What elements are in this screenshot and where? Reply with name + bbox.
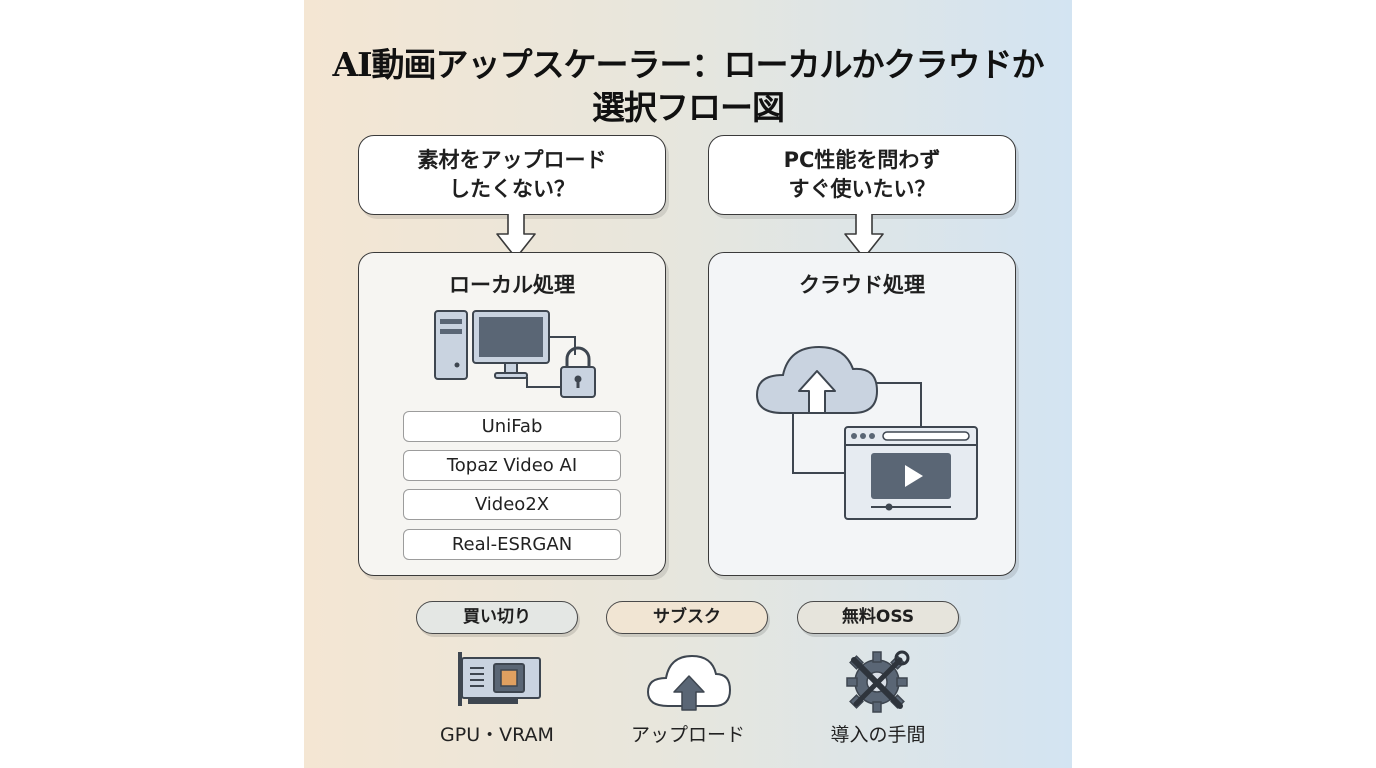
cloud-processing-card: クラウド処理 <box>708 252 1016 576</box>
cloud-upload-icon <box>646 654 732 711</box>
gear-wrench-tools-icon <box>846 650 910 713</box>
local-processing-card: ローカル処理 UniFab To <box>358 252 666 576</box>
local-processing-title: ローカル処理 <box>449 273 575 297</box>
cloud-illustration <box>755 345 978 520</box>
tool-video2x: Video2X <box>403 489 621 520</box>
label-gpu-vram: GPU・VRAM <box>440 724 554 746</box>
cloud-upload-icon <box>755 345 879 414</box>
pill-one-time-purchase: 買い切り <box>416 601 578 634</box>
padlock-icon <box>560 346 596 398</box>
label-setup-effort: 導入の手間 <box>830 724 926 746</box>
page-title-line-1: AI動画アップスケーラー：ローカルかクラウドか <box>332 45 1044 84</box>
label-upload: アップロード <box>630 724 745 746</box>
pill-free-oss: 無料OSS <box>797 601 959 634</box>
page-title-line-2: 選択フロー図 <box>592 88 785 127</box>
infographic-panel: AI動画アップスケーラー：ローカルかクラウドか 選択フロー図 素材をアップロード… <box>304 0 1072 768</box>
tool-unifab: UniFab <box>403 411 621 442</box>
question-bubble-local: 素材をアップロード したくない？ <box>358 135 666 215</box>
question-bubble-cloud: PC性能を問わず すぐ使いたい？ <box>708 135 1016 215</box>
question-local-line-1: 素材をアップロード <box>417 148 607 172</box>
gpu-card-icon <box>458 652 541 706</box>
question-cloud-line-2: すぐ使いたい？ <box>788 177 936 201</box>
cloud-processing-title: クラウド処理 <box>799 273 925 297</box>
desktop-tower-icon <box>434 310 468 380</box>
question-local-line-2: したくない？ <box>449 177 575 201</box>
question-cloud-line-1: PC性能を問わず <box>783 148 941 172</box>
tool-real-esrgan: Real-ESRGAN <box>403 529 621 560</box>
browser-video-player-icon <box>844 426 978 520</box>
pill-subscription: サブスク <box>606 601 768 634</box>
tool-topaz-video-ai: Topaz Video AI <box>403 450 621 481</box>
local-pc-illustration <box>434 310 596 398</box>
monitor-icon <box>472 310 550 379</box>
